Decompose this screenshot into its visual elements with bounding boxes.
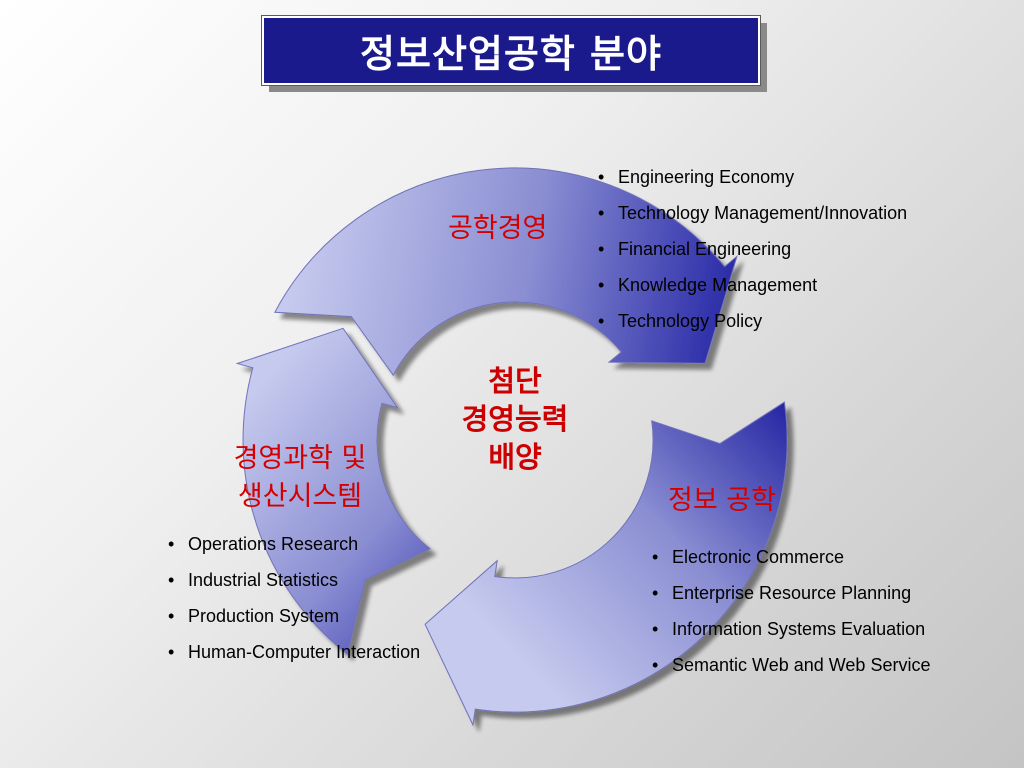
list-item: Knowledge Management	[598, 267, 907, 303]
label-information-engineering: 정보 공학	[668, 485, 776, 516]
label-management-science: 경영과학 및 생산시스템	[215, 440, 385, 516]
list-item: Electronic Commerce	[652, 539, 930, 575]
list-engineering-management: Engineering Economy Technology Managemen…	[598, 159, 907, 339]
label-management-science-line-2: 생산시스템	[237, 481, 363, 512]
list-item: Engineering Economy	[598, 159, 907, 195]
title-box: 정보산업공학 분야	[262, 16, 760, 85]
center-line-2: 경영능력	[461, 402, 569, 436]
list-item: Information Systems Evaluation	[652, 611, 930, 647]
list-item: Technology Management/Innovation	[598, 195, 907, 231]
list-item: Production System	[168, 598, 420, 634]
page-title: 정보산업공학 분야	[360, 31, 662, 76]
list-item: Enterprise Resource Planning	[652, 575, 930, 611]
list-item: Semantic Web and Web Service	[652, 647, 930, 683]
list-item: Industrial Statistics	[168, 562, 420, 598]
center-line-1: 첨단	[488, 364, 542, 398]
list-item: Human-Computer Interaction	[168, 634, 420, 670]
list-item: Technology Policy	[598, 303, 907, 339]
label-engineering-management: 공학경영	[448, 213, 548, 244]
list-item: Operations Research	[168, 526, 420, 562]
list-information-engineering: Electronic Commerce Enterprise Resource …	[652, 539, 930, 683]
list-item: Financial Engineering	[598, 231, 907, 267]
label-management-science-line-1: 경영과학 및	[233, 443, 367, 474]
center-line-3: 배양	[488, 440, 542, 474]
list-management-science: Operations Research Industrial Statistic…	[168, 526, 420, 670]
center-goal-text: 첨단 경영능력 배양	[430, 362, 600, 476]
